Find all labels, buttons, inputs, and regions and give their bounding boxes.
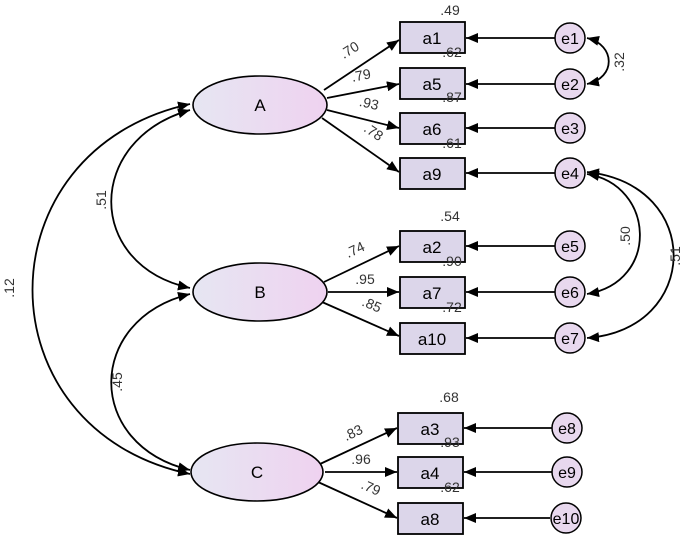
cov-arrow-e1-e2 (586, 35, 610, 87)
observed-a6[interactable]: a6 (399, 112, 466, 145)
error-e10-label: e10 (553, 511, 580, 528)
loading-arrow-a-a5 (326, 81, 400, 99)
observed-a4[interactable]: a4 (397, 456, 464, 489)
observed-a7[interactable]: a7 (399, 276, 466, 309)
r2-label-a10: .72 (442, 299, 462, 315)
cov-arrow-e4-e6 (586, 170, 641, 297)
loading-arrow-c-a8 (317, 481, 398, 519)
r2-label-a9: .61 (442, 135, 462, 151)
error-e7[interactable]: e7 (554, 322, 586, 354)
observed-a2[interactable]: a2 (399, 230, 466, 263)
loading-label-c-a8: .79 (359, 476, 383, 499)
observed-a10-label: a10 (418, 330, 446, 349)
error-e4-label: e4 (561, 166, 579, 183)
observed-a3[interactable]: a3 (397, 412, 464, 445)
r2-label-a8: .62 (440, 479, 460, 495)
error-e3-label: e3 (561, 121, 579, 138)
cov-label-e4-e6: .50 (617, 226, 633, 246)
error-e5[interactable]: e5 (554, 230, 586, 262)
loading-arrow-b-a2 (323, 245, 400, 283)
r2-label-a4: .93 (440, 434, 460, 450)
r2-label-a5: .62 (442, 44, 462, 60)
loading-arrow-c-a3 (319, 427, 398, 465)
cov-arrow-a-b (110, 108, 191, 291)
cov-label-a-c: .12 (1, 278, 17, 298)
latent-b-label: B (254, 283, 265, 302)
r2-label-a1: .49 (440, 2, 460, 18)
error-e1-label: e1 (561, 31, 579, 48)
observed-a1-label: a1 (423, 29, 442, 48)
observed-a3-label: a3 (421, 420, 440, 439)
loading-arrow-a-a9 (321, 117, 400, 173)
observed-a7-label: a7 (423, 284, 442, 303)
r2-label-a3: .68 (439, 389, 459, 405)
r2-label-a2: .54 (440, 208, 460, 224)
loading-label-b-a2: .74 (343, 238, 368, 261)
loading-label-a-a5: .79 (350, 65, 372, 84)
error-e8-label: e8 (558, 421, 576, 438)
error-e6-label: e6 (561, 285, 579, 302)
cov-arrow-e4-e7 (586, 168, 675, 343)
observed-a9[interactable]: a9 (399, 157, 466, 190)
error-e1[interactable]: e1 (554, 22, 586, 54)
error-e10[interactable]: e10 (550, 502, 582, 534)
observed-a4-label: a4 (421, 464, 440, 483)
error-e9-label: e9 (558, 465, 576, 482)
observed-a5[interactable]: a5 (399, 67, 466, 100)
error-e2[interactable]: e2 (554, 68, 586, 100)
cov-arrow-b-c (110, 292, 191, 473)
observed-a1[interactable]: a1 (399, 21, 466, 54)
error-e6[interactable]: e6 (554, 276, 586, 308)
r2-label-a6: .87 (442, 89, 462, 105)
error-e3[interactable]: e3 (554, 112, 586, 144)
error-e9[interactable]: e9 (551, 456, 583, 488)
latent-a-label: A (254, 96, 266, 115)
latent-b[interactable]: B (192, 262, 328, 322)
observed-a8[interactable]: a8 (397, 502, 464, 535)
loading-label-b-a10: .85 (360, 293, 384, 315)
loading-arrow-a-a6 (326, 109, 400, 130)
error-e5-label: e5 (561, 239, 579, 256)
cov-arrow-a-c (31, 101, 191, 477)
observed-a10[interactable]: a10 (399, 322, 466, 355)
latent-c[interactable]: C (190, 442, 324, 502)
latent-c-label: C (251, 463, 263, 482)
loading-label-b-a7: .95 (355, 271, 375, 287)
loading-label-a-a6: .93 (358, 93, 381, 113)
observed-a2-label: a2 (423, 238, 442, 257)
latent-a[interactable]: A (192, 75, 328, 135)
loading-label-c-a3: .83 (341, 421, 366, 444)
error-e2-label: e2 (561, 77, 579, 94)
cov-label-a-b: .51 (93, 190, 109, 210)
error-e8[interactable]: e8 (551, 412, 583, 444)
cov-label-e1-e2: .32 (611, 52, 627, 72)
loading-arrow-b-a10 (321, 301, 400, 337)
loading-label-a-a1: .70 (337, 38, 362, 62)
loading-label-c-a4: .96 (351, 451, 371, 467)
observed-a9-label: a9 (423, 165, 442, 184)
error-e4[interactable]: e4 (554, 157, 586, 189)
error-e7-label: e7 (561, 331, 579, 348)
loading-arrow-a-a1 (323, 39, 400, 91)
cov-label-e4-e7: .51 (667, 246, 683, 266)
r2-label-a7: .90 (442, 253, 462, 269)
cov-label-b-c: .45 (109, 372, 125, 392)
observed-a6-label: a6 (423, 120, 442, 139)
observed-a8-label: a8 (421, 510, 440, 529)
observed-a5-label: a5 (423, 75, 442, 94)
